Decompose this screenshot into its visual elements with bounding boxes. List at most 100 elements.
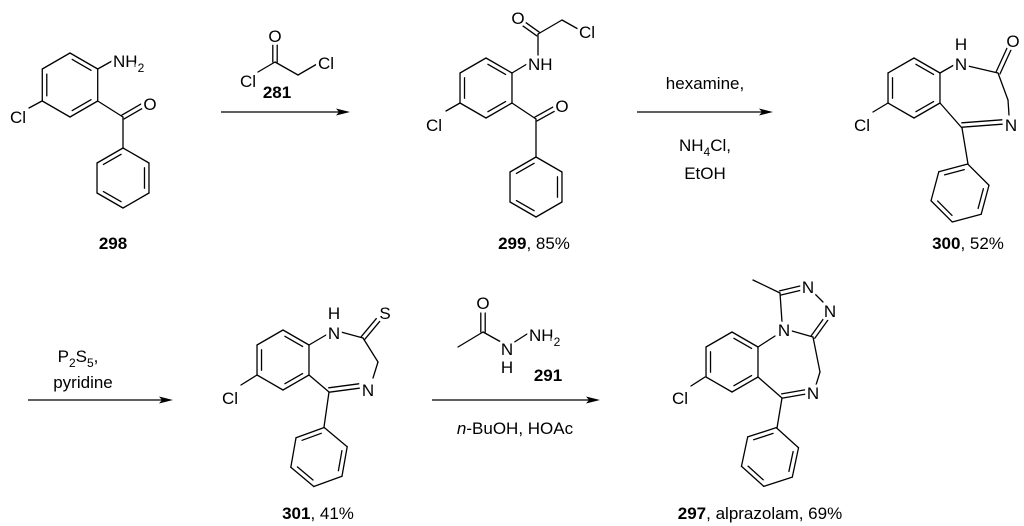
double-bond: [524, 21, 540, 33]
double-bond: [360, 317, 377, 338]
atom-nh: NH: [528, 55, 553, 74]
bond: [561, 19, 579, 30]
double-bond: [814, 319, 829, 339]
phenyl-ring-bond: [290, 437, 297, 468]
atom-n-triazole-a: N: [802, 278, 814, 297]
bond: [457, 331, 484, 348]
bond: [297, 63, 318, 76]
double-bond-inner: [936, 200, 953, 217]
atom-n-ring: N: [778, 321, 790, 340]
bond: [274, 61, 299, 76]
double-bond-inner: [102, 153, 122, 166]
double-bond-inner: [788, 450, 794, 473]
conditions-step3: P2S5, pyridine: [53, 347, 113, 392]
atom-n-triazole-b: N: [824, 302, 836, 321]
double-bond: [999, 49, 1012, 75]
compound-label-291: 291: [534, 366, 562, 385]
atom-nh2: NH2: [113, 52, 145, 75]
double-bond-inner: [733, 374, 753, 387]
benzene-ring-bond: [705, 331, 733, 348]
atom-n1: N: [328, 324, 340, 343]
phenyl-ring-bond: [122, 147, 150, 164]
double-bond-inner: [102, 190, 122, 203]
double-bond-inner: [943, 168, 965, 176]
bond: [308, 334, 327, 346]
double-bond: [779, 289, 803, 296]
phenyl-ring-bond: [535, 201, 563, 218]
double-bond: [781, 393, 807, 399]
benzene-ring-bond: [705, 376, 733, 393]
phenyl-ring-bond: [791, 447, 800, 478]
atom-n: N: [501, 340, 513, 359]
double-bond: [328, 383, 360, 389]
phenyl-ring-bond: [951, 213, 982, 223]
benzene-ring-bond: [485, 102, 513, 119]
bond: [28, 100, 43, 109]
bond: [511, 102, 537, 120]
bond: [323, 391, 330, 428]
reaction-arrow-4-head: [586, 396, 600, 404]
phenyl-ring-bond: [980, 184, 990, 215]
atom-n4: N: [362, 381, 374, 400]
bond: [97, 100, 124, 118]
phenyl-ring-bond: [535, 156, 563, 173]
atom-o: O: [143, 95, 156, 114]
phenyl-ring-bond: [122, 192, 150, 209]
bond: [757, 376, 783, 399]
phenyl-ring-bond: [740, 465, 765, 487]
reaction-arrow-1-head: [336, 108, 350, 116]
double-bond: [328, 387, 360, 393]
double-bond-inner: [977, 188, 985, 210]
compound-297-alprazolam: Cl N N N N 297, alprazolam, 69%: [669, 275, 842, 523]
condition-p2s5: P2S5,: [58, 347, 99, 370]
benzene-ring-bond: [887, 102, 915, 119]
double-bond-inner: [515, 162, 535, 175]
atom-cl: Cl: [222, 389, 238, 408]
benzene-ring-bond: [459, 102, 487, 119]
phenyl-ring-bond: [295, 426, 325, 439]
conditions-step2: hexamine, NH4Cl, EtOH: [666, 74, 744, 183]
double-bond: [121, 103, 142, 116]
benzene-ring-bond: [69, 100, 99, 118]
benzene-ring-bond: [256, 374, 284, 391]
bond: [690, 376, 706, 387]
atom-o: O: [1006, 32, 1019, 51]
atom-cl-chain: Cl: [579, 23, 595, 42]
double-bond-inner: [301, 432, 322, 441]
bonds: [28, 19, 1012, 488]
double-bond-inner: [284, 335, 304, 348]
double-bond: [995, 47, 1008, 73]
double-bond: [364, 320, 381, 341]
double-bond: [961, 123, 1003, 128]
reaction-arrow-3-head: [159, 396, 173, 404]
bond: [752, 279, 781, 294]
atom-cl: Cl: [10, 108, 26, 127]
bond: [939, 64, 955, 74]
bond: [812, 336, 821, 373]
atom-h1: H: [328, 304, 340, 323]
bond: [362, 337, 379, 363]
bond: [308, 374, 330, 393]
double-bond-inner: [915, 100, 935, 113]
benzene-ring-bond: [256, 329, 284, 346]
bond: [97, 60, 113, 70]
double-bond-inner: [337, 450, 343, 472]
bond: [776, 397, 783, 429]
benzene-ring-bond: [485, 57, 513, 74]
atom-cl-alkyl: Cl: [318, 54, 334, 73]
benzene-ring-bond: [913, 102, 941, 119]
condition-nh4cl: NH4Cl,: [679, 136, 731, 159]
double-bond: [778, 285, 802, 292]
double-bond-inner: [284, 372, 304, 385]
double-bond-inner: [747, 465, 764, 481]
phenyl-ring-bond: [509, 156, 537, 173]
atom-o-amide: O: [511, 9, 524, 28]
compound-300: Cl N H O N 300, 52%: [851, 29, 1023, 253]
bond: [537, 19, 563, 35]
phenyl-ring-bond: [938, 163, 969, 173]
phenyl-ring-bond: [740, 436, 749, 467]
phenyl-ring-bond: [747, 427, 777, 438]
atom-n4: N: [1005, 116, 1017, 135]
benzene-ring-bond: [41, 100, 71, 118]
bond: [1007, 99, 1010, 116]
